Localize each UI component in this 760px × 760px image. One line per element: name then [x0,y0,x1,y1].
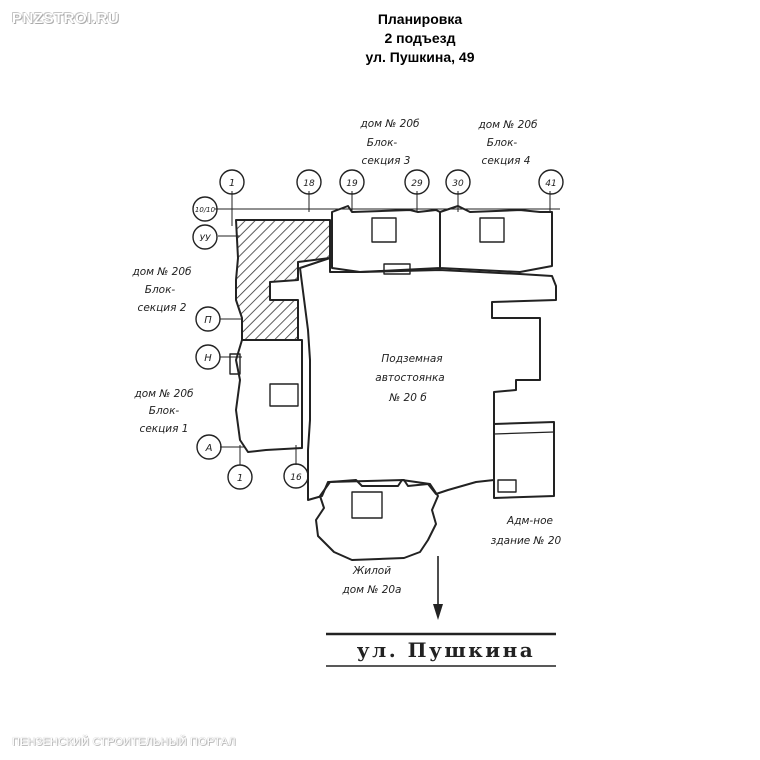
axis-bubble-1-bottom [227,464,253,490]
block-3-label-line-2: Блок- [367,137,398,149]
block-section-3 [331,205,441,273]
admin-label-line-2: здание № 20 [491,535,562,547]
block-4-label-line-1: дом № 20б [477,119,538,131]
axis-label-16: 16 [290,473,302,483]
axis-label-41: 41 [545,179,556,189]
block-4-label-line-2: Блок- [487,137,518,149]
block-3-label-line-3: секция 3 [362,155,411,167]
admin-building [493,421,555,499]
house-20a-label-line-2: дом № 20а [342,584,402,596]
admin-label-line-1: Адм-ное [506,515,553,527]
axis-bubble-p [195,306,221,332]
block-3-label-line-1: дом № 20б [359,118,420,130]
admin-building-wall [493,431,555,435]
block-1-label-line-2: Блок- [149,405,180,417]
axis-label-1-top: 1 [229,178,235,189]
axis-label-18: 18 [303,179,315,189]
parking-label-line-1: Подземная [381,353,442,365]
block-section-4 [439,205,553,273]
block-section-1 [235,339,303,453]
admin-building-entrance [497,479,517,493]
page-title-line-1: Планировка [377,11,463,27]
block-3-inner-room [371,217,397,243]
axis-label-19: 19 [346,179,358,189]
block-2-label-line-2: Блок- [145,284,176,296]
block-1-label-line-1: дом № 20б [133,388,194,400]
axis-bubble-n [195,344,221,370]
axis-label-n: Н [204,353,212,364]
block-1-inner-room [269,383,299,407]
block-2-label-line-1: дом № 20б [131,266,192,278]
axis-bubble-19 [339,169,365,195]
axis-label-29: 29 [411,179,423,189]
axis-bubble-41 [538,169,564,195]
axis-label-1-bottom: 1 [237,473,243,484]
street-name: ул. Пушкина [357,638,535,662]
block-section-2 [235,219,331,341]
block-4-label-line-3: секция 4 [482,155,531,167]
axis-bubble-29 [404,169,430,195]
block-3-entrance [383,263,411,275]
page-title-line-2: 2 подъезд [384,30,456,46]
site-watermark: PNZSTROI.RU [12,10,120,27]
axis-label-30: 30 [452,179,464,189]
axis-bubble-18 [296,169,322,195]
block-2-label-line-3: секция 2 [138,302,187,314]
axis-bubble-a [196,434,222,460]
axis-label-yy: УУ [200,234,211,244]
house-20a-label-line-1: Жилой [352,565,391,577]
axis-label-1010: 10/10 [195,206,216,214]
axis-bubble-30 [445,169,471,195]
residential-house-20a [315,479,439,561]
axis-bubble-1010 [192,196,218,222]
block-4-inner-room [479,217,505,243]
parking-label-line-2: автостоянка [375,372,444,384]
axis-label-a: А [205,443,213,454]
block-1-bay [229,353,241,375]
axis-label-p: П [204,315,212,326]
portal-watermark: ПЕНЗЕНСКИЙ СТРОИТЕЛЬНЫЙ ПОРТАЛ [12,736,236,748]
axis-bubble-1-top [219,169,245,195]
axis-bubble-16 [283,463,309,489]
axis-bubble-yy [192,224,218,250]
page-title-line-3: ул. Пушкина, 49 [365,49,475,65]
north-arrow-icon [433,604,443,620]
house-20a-inner-room [351,491,383,519]
block-1-label-line-3: секция 1 [140,423,189,435]
parking-label-line-3: № 20 б [388,392,427,404]
underground-parking [299,257,557,501]
